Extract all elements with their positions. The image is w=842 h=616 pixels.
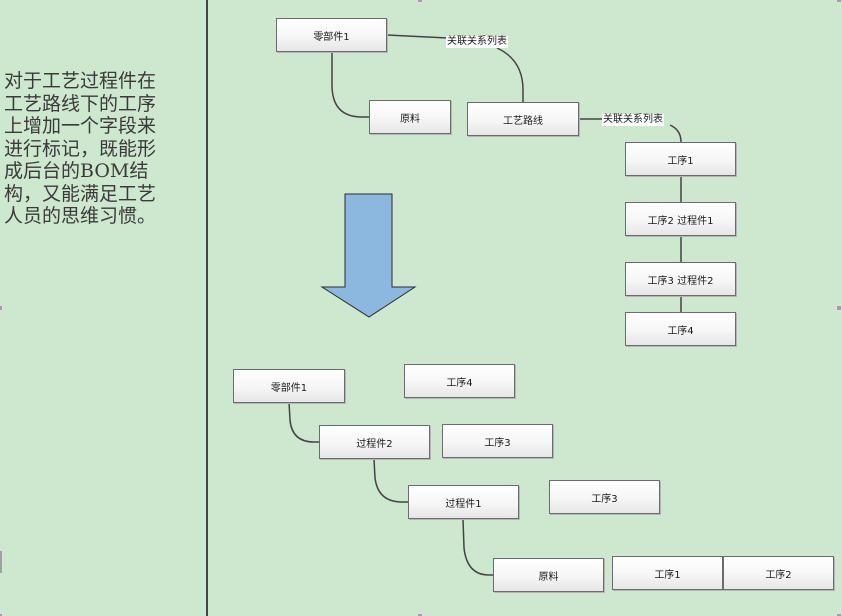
node-op1-top[interactable]: 工序1 <box>625 142 736 176</box>
down-arrow-icon <box>320 193 417 318</box>
node-material-top[interactable]: 原料 <box>369 100 451 134</box>
resize-handle-bottom-left[interactable] <box>0 613 3 616</box>
connector-pp2-pp1 <box>373 458 409 503</box>
resize-handle-top[interactable] <box>417 0 423 3</box>
connector-part-pp2 <box>288 401 320 443</box>
connector-label-route <box>496 47 524 102</box>
connector-part-route <box>386 34 449 39</box>
cursor-caret <box>0 551 2 573</box>
description-text: 对于工艺过程件在工艺路线下的工序上增加一个字段来进行标记，既能形成后台的BOM结… <box>4 70 157 227</box>
resize-handle-left[interactable] <box>0 305 3 311</box>
node-part-top[interactable]: 零部件1 <box>276 18 387 52</box>
node-op3-top[interactable]: 工序3 过程件2 <box>625 262 736 296</box>
notes-panel: 对于工艺过程件在工艺路线下的工序上增加一个字段来进行标记，既能形成后台的BOM结… <box>0 0 206 616</box>
node-op1-bottom[interactable]: 工序1 <box>612 556 723 590</box>
node-process-part-1[interactable]: 过程件1 <box>408 485 519 519</box>
connector-pp1-material <box>462 518 494 576</box>
relation-label-route-ops: 关联关系列表 <box>602 114 664 126</box>
node-op3-bottom-a[interactable]: 工序3 <box>442 424 553 458</box>
resize-handle-bottom[interactable] <box>417 613 423 616</box>
relation-label-part-route: 关联关系列表 <box>446 36 508 48</box>
node-part-bottom[interactable]: 零部件1 <box>233 369 345 403</box>
node-op4-bottom[interactable]: 工序4 <box>404 364 515 398</box>
node-route[interactable]: 工艺路线 <box>467 102 579 136</box>
connector-label-ops <box>669 124 682 143</box>
node-op2-top[interactable]: 工序2 过程件1 <box>625 202 736 236</box>
panel-divider[interactable] <box>206 0 208 616</box>
node-material-bottom[interactable]: 原料 <box>493 558 604 592</box>
node-op2-bottom[interactable]: 工序2 <box>723 556 834 590</box>
node-op3-bottom-b[interactable]: 工序3 <box>549 480 660 514</box>
node-op4-top[interactable]: 工序4 <box>625 312 736 346</box>
node-process-part-2[interactable]: 过程件2 <box>319 425 430 459</box>
connector-part-material <box>331 52 370 118</box>
